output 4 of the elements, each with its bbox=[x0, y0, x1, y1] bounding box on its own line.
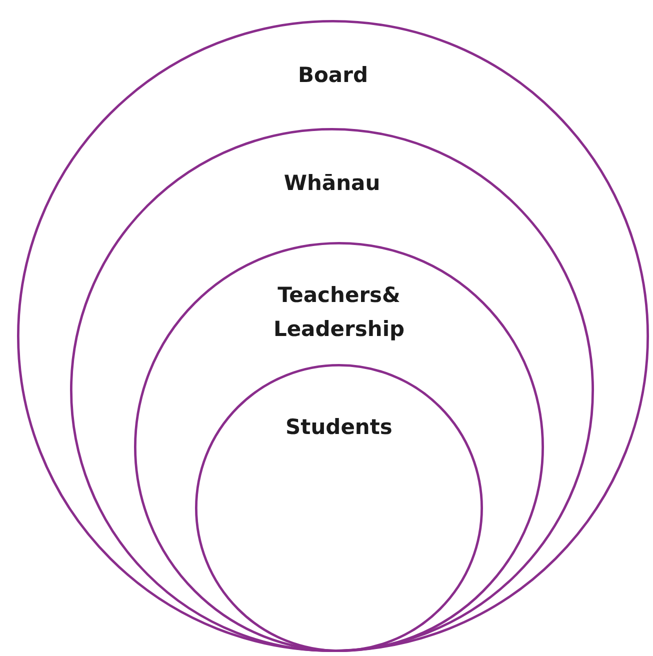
circle-label: Board bbox=[297, 62, 369, 89]
circle-label: Students bbox=[284, 414, 394, 441]
circle-label: Teachers& Leadership bbox=[272, 282, 406, 343]
circle-label: Whānau bbox=[282, 170, 382, 197]
